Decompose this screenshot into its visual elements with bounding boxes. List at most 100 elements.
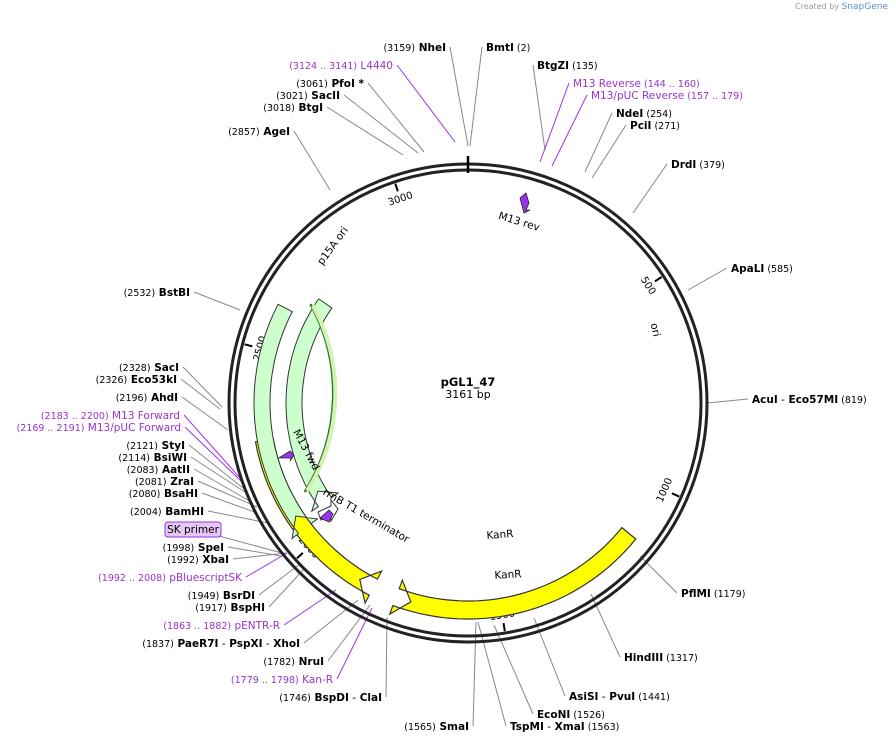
primer-m13-reverse-part: M13 Reverse — [573, 78, 641, 90]
site-nhei-part: NheI — [415, 42, 446, 54]
site-bsiwi-leader — [190, 456, 249, 495]
site-bsiwi-part: (2114) — [118, 453, 150, 464]
site-sacii-part: (3021) — [276, 91, 308, 102]
site-paer7i-pspxi-xhoi: (1837) PaeR7I - PspXI - XhoI — [142, 638, 300, 650]
site-xbai-leader — [232, 552, 287, 560]
site-btgi-part: BtgI — [295, 102, 323, 114]
site-bmti-leader — [469, 46, 483, 147]
site-smai-leader — [472, 621, 477, 727]
site-ndei-leader — [584, 112, 613, 173]
site-tspmi-xmai-part: - — [544, 721, 551, 733]
site-saci-part: (2328) — [119, 363, 151, 374]
site-pcii-leader — [591, 124, 627, 179]
site-apali-part: (585) — [764, 264, 793, 275]
site-zrai-leader — [197, 480, 258, 508]
primer-kan-r: (1779 .. 1798) Kan-R — [231, 674, 333, 686]
site-bsahi-part: BsaHI — [160, 488, 198, 500]
site-btgi-part: (3018) — [263, 103, 295, 114]
primer-m13-puc-reverse-part: (157 .. 179) — [684, 91, 743, 102]
site-nrui: (1782) NruI — [263, 656, 324, 668]
site-paer7i-pspxi-xhoi-part: (1837) — [142, 639, 174, 650]
site-ahdi-part: AhdI — [147, 392, 178, 404]
site-xbai: (1992) XbaI — [167, 554, 229, 566]
site-agei-leader — [293, 130, 331, 191]
site-smai: (1565) SmaI — [404, 721, 469, 733]
site-pflmi-part: (1179) — [711, 589, 746, 600]
site-paer7i-pspxi-xhoi-part: PspXI — [226, 638, 263, 650]
site-zrai: (2081) ZraI — [135, 476, 194, 488]
primer-kan-r-part: Kan-R — [299, 674, 333, 686]
site-acui-eco57mi-part: - — [778, 394, 785, 406]
plasmid-name: pGL1_47 — [441, 375, 496, 390]
site-bsrdi-part: (1949) — [188, 591, 220, 602]
site-paer7i-pspxi-xhoi-part: XhoI — [270, 638, 300, 650]
site-bamhi-leader — [207, 510, 269, 524]
primer-m13-forward: (2183 .. 2200) M13 Forward — [41, 410, 180, 422]
site-nrui-part: NruI — [295, 656, 324, 668]
site-eco53ki-leader — [180, 378, 221, 410]
primer-pentr-r: (1863 .. 1882) pENTR-R — [163, 620, 280, 632]
tick-mark — [654, 276, 663, 283]
site-bamhi: (2004) BamHI — [130, 506, 204, 518]
site-hindiii-part: (1317) — [663, 653, 698, 664]
primer-m13-forward-part: M13 Forward — [109, 410, 180, 422]
tick-mark — [394, 183, 399, 192]
m13-fwd-primer-arrow — [277, 450, 295, 462]
credit-prefix: Created by — [795, 2, 840, 11]
site-smai-part: (1565) — [404, 722, 436, 733]
m13-rev-primer-arrow — [519, 192, 531, 214]
site-aatii: (2083) AatII — [127, 464, 190, 476]
site-pfoi-leader — [367, 82, 425, 153]
site-drdi-leader — [632, 163, 668, 214]
primer-pentr-r-part: (1863 .. 1882) — [163, 621, 231, 632]
site-ahdi-leader — [181, 396, 229, 431]
primer-pbluescriptsk-leader — [245, 552, 288, 578]
primer-m13-forward-part: (2183 .. 2200) — [41, 411, 109, 422]
site-saci: (2328) SacI — [119, 362, 179, 374]
site-bsphi-leader — [268, 568, 305, 608]
site-tspmi-xmai: TspMI - XmaI (1563) — [510, 721, 619, 733]
primer-m13-puc-forward-part: M13/pUC Forward — [84, 422, 181, 434]
site-hindiii: HindIII (1317) — [624, 652, 698, 664]
primer-m13-puc-reverse-leader — [551, 94, 588, 167]
primer-m13-forward-leader — [183, 414, 241, 479]
site-pcii: PciI (271) — [630, 120, 680, 132]
site-bsrdi: (1949) BsrDI — [188, 590, 255, 602]
site-tspmi-xmai-part: XmaI — [551, 721, 585, 733]
site-btgzi-leader — [532, 64, 546, 151]
site-paer7i-pspxi-xhoi-part: PaeR7I — [174, 638, 219, 650]
site-xbai-part: XbaI — [199, 554, 229, 566]
site-aatii-leader — [193, 468, 254, 504]
tick-mark — [502, 622, 506, 632]
tick-mark — [671, 492, 680, 498]
site-econi-part: (1526) — [570, 710, 605, 721]
tick-mark — [244, 343, 253, 348]
site-drdi-part: (379) — [696, 160, 725, 171]
site-spei-part: (1998) — [163, 543, 195, 554]
site-bsphi-part: BspHI — [227, 602, 265, 614]
site-styi-part: (2121) — [126, 441, 158, 452]
site-hindiii-leader — [590, 593, 621, 658]
site-agei-part: (2857) — [228, 127, 260, 138]
sk-primer-box — [164, 521, 222, 538]
primer-l4440-leader — [396, 64, 456, 143]
site-sacii: (3021) SacII — [276, 90, 340, 102]
site-styi-part: StyI — [158, 440, 185, 452]
site-bsphi-part: (1917) — [195, 603, 227, 614]
site-ndei-part: NdeI — [616, 108, 643, 120]
label-sk-primer-part: SK primer — [167, 524, 219, 536]
position-ticks: 50010001500200025003000 — [244, 183, 680, 632]
site-drdi-part: DrdI — [671, 159, 696, 171]
site-drdi: DrdI (379) — [671, 159, 725, 171]
site-bspdi-clai-part: ClaI — [356, 692, 382, 704]
site-bsrdi-part: BsrDI — [219, 590, 255, 602]
kanr-selection-glow — [305, 304, 338, 492]
primer-pbluescriptsk: (1992 .. 2008) pBluescriptSK — [98, 572, 243, 584]
site-bspdi-clai-leader — [385, 616, 388, 698]
primer-m13-puc-forward: (2169 .. 2191) M13/pUC Forward — [17, 422, 181, 434]
site-bmti-part: (2) — [514, 43, 530, 54]
site-zrai-part: ZraI — [167, 476, 194, 488]
plasmid-backbone — [227, 156, 709, 644]
site-btgzi: BtgZI (135) — [537, 60, 598, 72]
site-btgi-leader — [326, 106, 404, 156]
